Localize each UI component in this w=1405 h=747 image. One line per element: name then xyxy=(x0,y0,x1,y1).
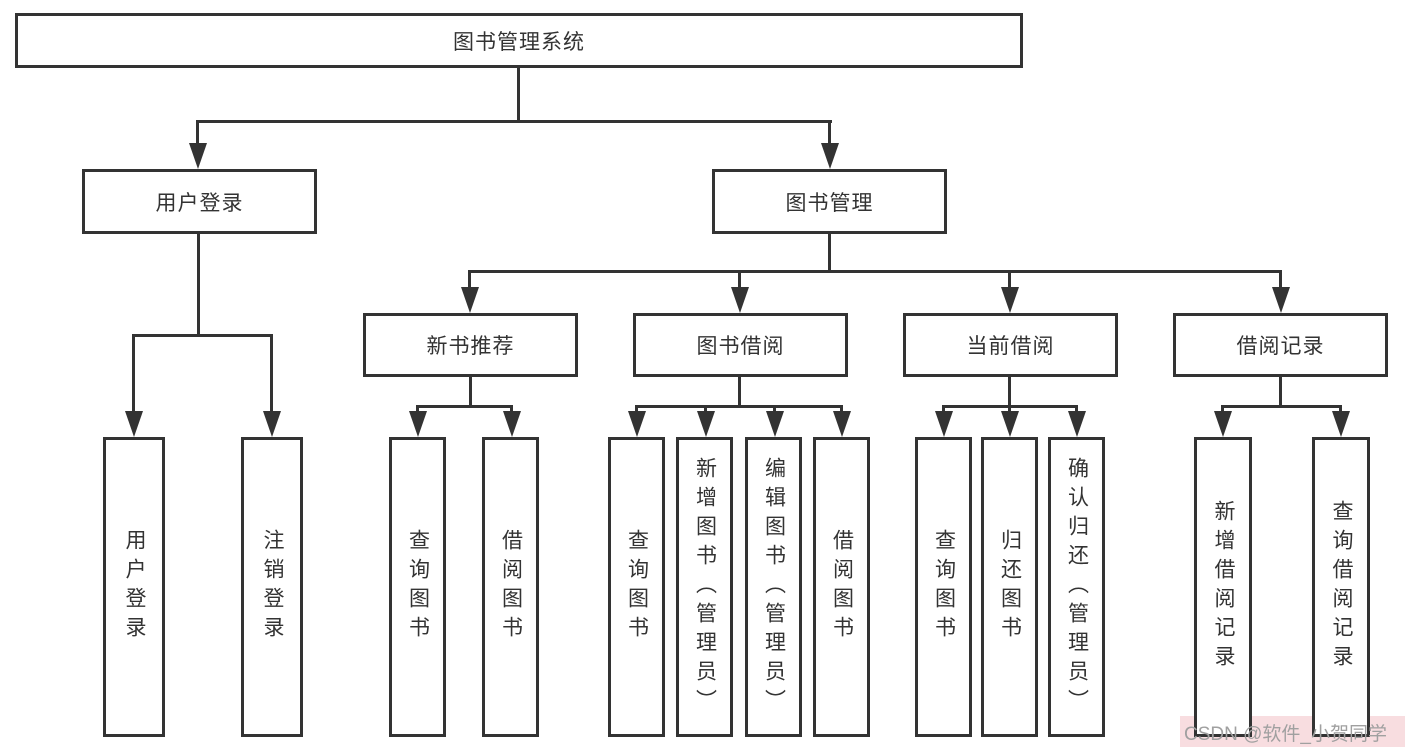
watermark-text: CSDN @软件_小贺同学 xyxy=(1184,724,1387,745)
connector-line xyxy=(1221,405,1341,408)
leaf-query-borrowing-record: 查询借阅记录 xyxy=(1312,437,1370,737)
connector-line xyxy=(270,334,273,413)
connector-line xyxy=(416,405,419,415)
arrow-down xyxy=(697,411,715,437)
connector-line xyxy=(942,405,945,415)
arrow-down xyxy=(1214,411,1232,437)
connector-line xyxy=(1339,405,1342,415)
connector-line xyxy=(635,405,638,415)
connector-line xyxy=(828,234,831,272)
arrow-down xyxy=(1332,411,1350,437)
connector-line xyxy=(828,120,831,148)
leaf-logout: 注销登录 xyxy=(241,437,303,737)
arrow-down xyxy=(766,411,784,437)
leaf-edit-books-admin: 编辑图书（管理员） xyxy=(745,437,802,737)
connector-line xyxy=(468,270,471,289)
leaf-borrow-books-recommend: 借阅图书 xyxy=(482,437,539,737)
node-label: 图书管理系统 xyxy=(453,30,585,54)
leaf-label: 借阅图书 xyxy=(499,529,523,645)
arrow-down xyxy=(935,411,953,437)
arrow-down xyxy=(731,287,749,313)
connector-line xyxy=(132,334,135,413)
connector-line xyxy=(468,270,1282,273)
node-book-management: 图书管理 xyxy=(712,169,947,234)
leaf-label: 编辑图书（管理员） xyxy=(762,456,786,718)
connector-line xyxy=(197,234,200,336)
leaf-query-books-borrowing: 查询图书 xyxy=(608,437,665,737)
node-label: 当前借阅 xyxy=(966,335,1055,358)
arrow-down xyxy=(1001,411,1019,437)
arrow-down xyxy=(1001,287,1019,313)
connector-line xyxy=(196,120,832,123)
leaf-label: 查询图书 xyxy=(406,529,430,645)
arrow-down xyxy=(503,411,521,437)
connector-line xyxy=(510,405,513,415)
connector-line xyxy=(1008,270,1011,289)
connector-line xyxy=(738,377,741,407)
arrow-down xyxy=(833,411,851,437)
node-label: 新书推荐 xyxy=(426,335,515,358)
leaf-label: 新增图书（管理员） xyxy=(693,456,717,718)
arrow-down xyxy=(821,143,839,169)
node-book-borrowing: 图书借阅 xyxy=(633,313,848,377)
leaf-user-login: 用户登录 xyxy=(103,437,165,737)
connector-line xyxy=(517,68,520,123)
node-library-management-system: 图书管理系统 xyxy=(15,13,1023,68)
connector-line xyxy=(1279,377,1282,407)
leaf-label: 借阅图书 xyxy=(830,529,854,645)
node-label: 借阅记录 xyxy=(1236,335,1325,358)
leaf-label: 用户登录 xyxy=(123,529,146,645)
connector-line xyxy=(635,405,843,408)
connector-line xyxy=(1221,405,1224,415)
leaf-query-books-recommend: 查询图书 xyxy=(389,437,446,737)
node-new-book-recommend: 新书推荐 xyxy=(363,313,578,377)
leaf-add-books-admin: 新增图书（管理员） xyxy=(676,437,733,737)
leaf-confirm-return-admin: 确认归还（管理员） xyxy=(1048,437,1105,737)
node-label: 图书管理 xyxy=(785,191,874,215)
connector-line xyxy=(738,270,741,289)
connector-line xyxy=(1279,270,1282,289)
arrow-down xyxy=(125,411,143,437)
connector-line xyxy=(1008,377,1011,407)
leaf-label: 查询借阅记录 xyxy=(1330,500,1353,674)
leaf-borrow-books: 借阅图书 xyxy=(813,437,870,737)
leaf-label: 归还图书 xyxy=(998,529,1022,645)
arrow-down xyxy=(461,287,479,313)
connector-line xyxy=(704,405,707,415)
node-label: 用户登录 xyxy=(155,191,244,215)
arrow-down xyxy=(263,411,281,437)
connector-line xyxy=(416,405,513,408)
node-current-borrowing: 当前借阅 xyxy=(903,313,1118,377)
arrow-down xyxy=(409,411,427,437)
leaf-label: 注销登录 xyxy=(261,529,284,645)
leaf-label: 查询图书 xyxy=(625,529,649,645)
connector-line xyxy=(1008,405,1011,415)
connector-line xyxy=(132,334,273,337)
connector-line xyxy=(840,405,843,415)
leaf-add-borrowing-record: 新增借阅记录 xyxy=(1194,437,1252,737)
connector-line xyxy=(196,120,199,148)
arrow-down xyxy=(189,143,207,169)
node-user-login: 用户登录 xyxy=(82,169,317,234)
leaf-label: 新增借阅记录 xyxy=(1212,500,1235,674)
arrow-down xyxy=(628,411,646,437)
node-borrowing-records: 借阅记录 xyxy=(1173,313,1388,377)
connector-line xyxy=(1075,405,1078,415)
leaf-label: 确认归还（管理员） xyxy=(1065,456,1089,718)
leaf-label: 查询图书 xyxy=(932,529,956,645)
arrow-down xyxy=(1068,411,1086,437)
connector-line xyxy=(469,377,472,407)
connector-line xyxy=(773,405,776,415)
leaf-return-books: 归还图书 xyxy=(981,437,1038,737)
leaf-query-books-current: 查询图书 xyxy=(915,437,972,737)
arrow-down xyxy=(1272,287,1290,313)
node-label: 图书借阅 xyxy=(696,335,785,358)
